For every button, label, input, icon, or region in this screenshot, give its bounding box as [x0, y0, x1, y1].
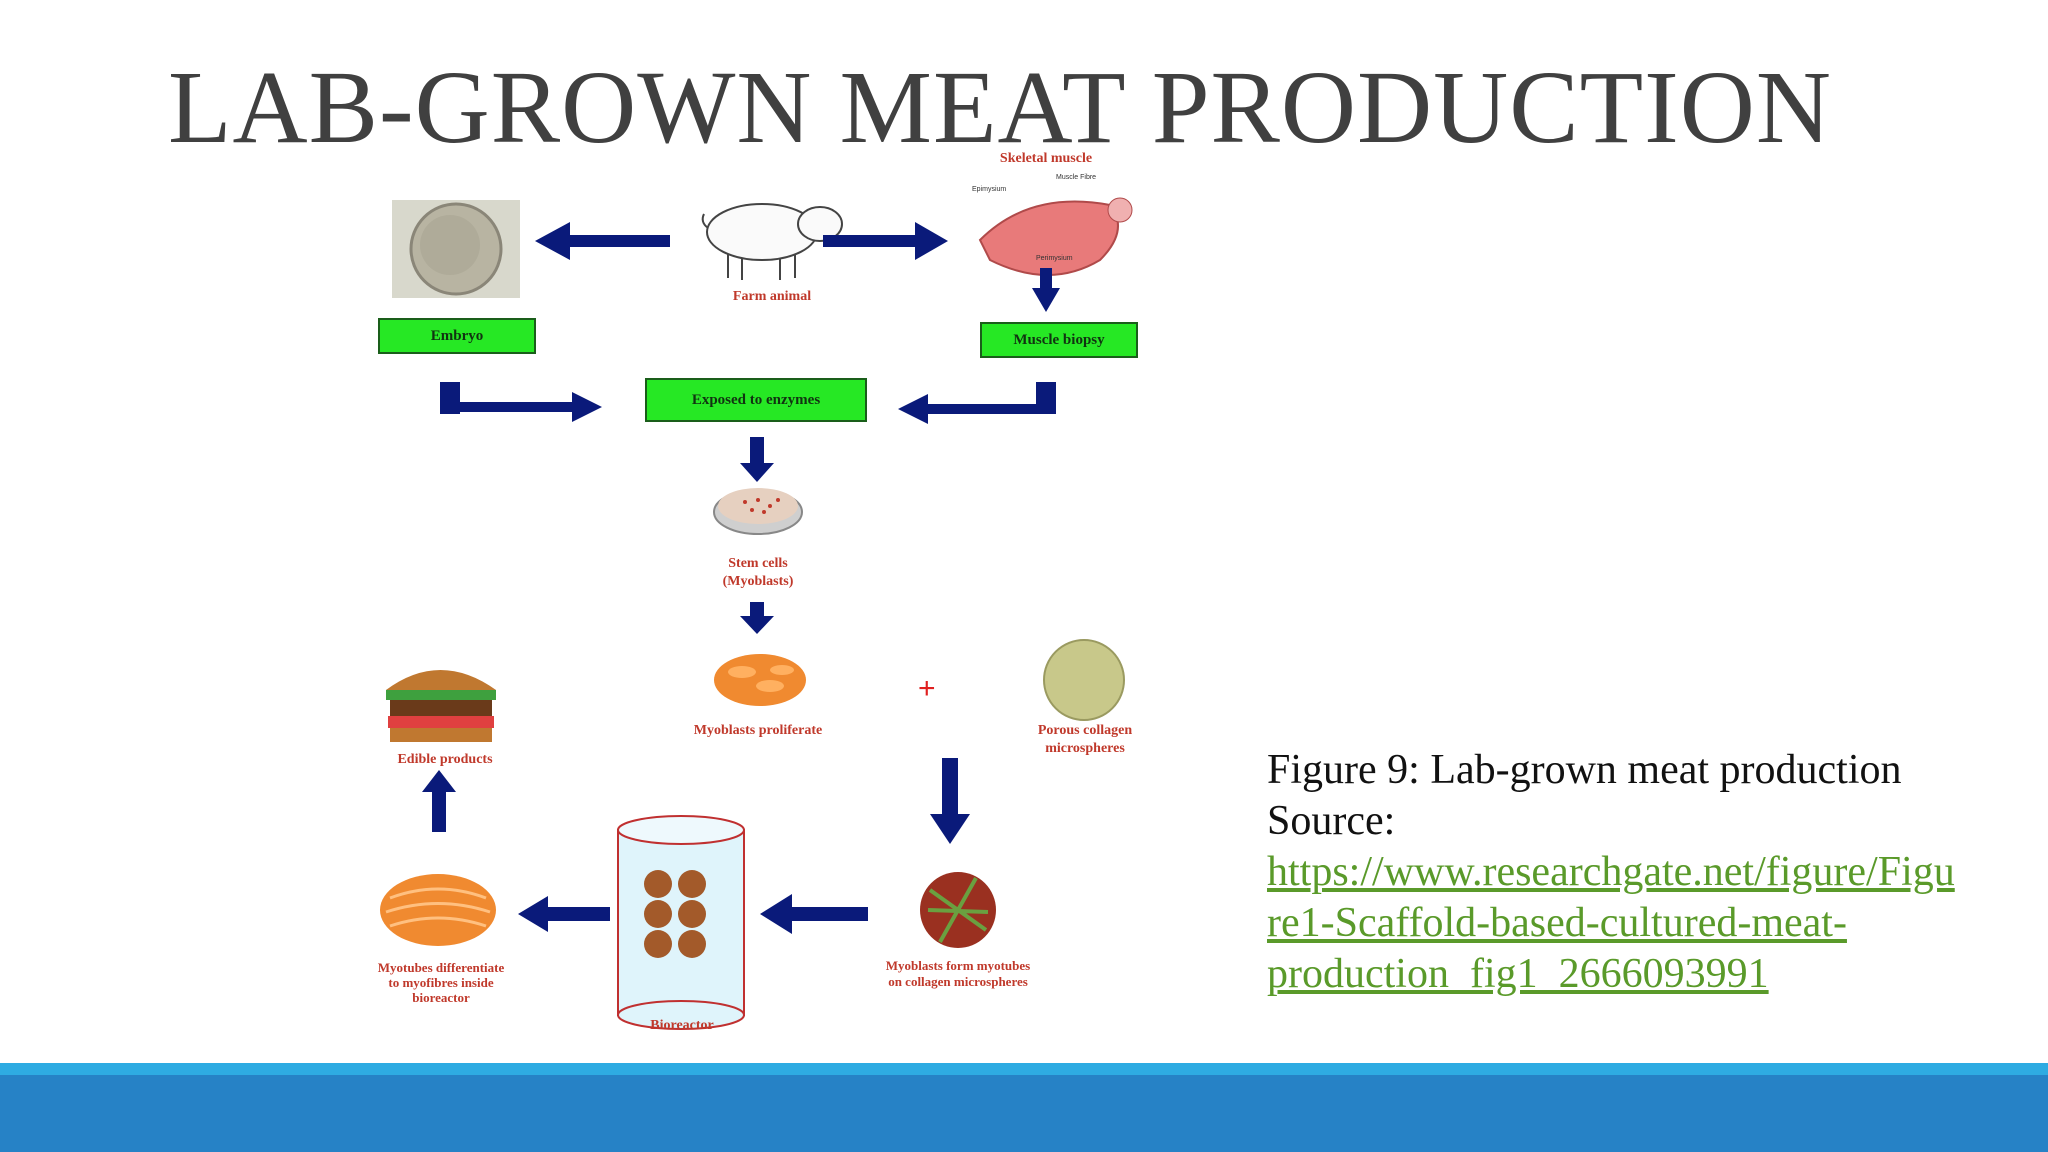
stem-cells-label: Stem cells (Myoblasts) — [722, 556, 794, 589]
bioreactor-label: Bioreactor — [650, 1018, 714, 1033]
skeletal-muscle-label: Skeletal muscle — [999, 151, 1093, 166]
pig-image — [701, 203, 843, 280]
figure-caption: Figure 9: Lab-grown meat production Sour… — [1267, 745, 2007, 1000]
myoblasts-cluster-image — [714, 654, 806, 706]
skeletal-muscle-image — [978, 197, 1133, 276]
slide-title: LAB-GROWN MEAT PRODUCTION — [168, 50, 1832, 165]
edible-products-label: Edible products — [397, 752, 493, 767]
myotubes-label: Myotubes differentiate to myofibres insi… — [377, 960, 505, 1005]
production-diagram: + Embryo Muscl — [330, 150, 1190, 1050]
footer-bar — [0, 1075, 2048, 1152]
myotube-sphere-image — [920, 872, 996, 948]
muscle-biopsy-box: Muscle biopsy — [980, 322, 1138, 358]
source-link[interactable]: https://www.researchgate.net/figure/Figu… — [1267, 849, 1955, 997]
plus-sign: + — [918, 672, 936, 705]
bioreactor-image — [617, 815, 745, 1030]
footer-stripe — [0, 1063, 2048, 1075]
epimysium-label: Epimysium — [972, 186, 1007, 193]
burger-image — [386, 670, 496, 742]
farm-animal-label: Farm animal — [732, 289, 812, 304]
porous-collagen-label: Porous collagen microspheres — [1037, 723, 1133, 756]
perimysium-label: Perimysium — [1036, 255, 1073, 262]
myofibres-image — [380, 874, 496, 946]
caption-title: Figure 9: Lab-grown meat production — [1267, 747, 1902, 793]
myoblasts-form-label: Myoblasts form myotubes on collagen micr… — [885, 958, 1031, 989]
embryo-image — [392, 200, 520, 298]
arrows — [422, 222, 1060, 934]
embryo-box: Embryo — [378, 318, 536, 354]
petri-dish-image — [713, 488, 803, 535]
collagen-microsphere-image — [1043, 639, 1125, 721]
myoblasts-proliferate-label: Myoblasts proliferate — [693, 723, 823, 738]
caption-source: Source: — [1267, 798, 1396, 844]
enzymes-box: Exposed to enzymes — [645, 378, 867, 422]
muscle-fibre-label: Muscle Fibre — [1056, 174, 1097, 181]
